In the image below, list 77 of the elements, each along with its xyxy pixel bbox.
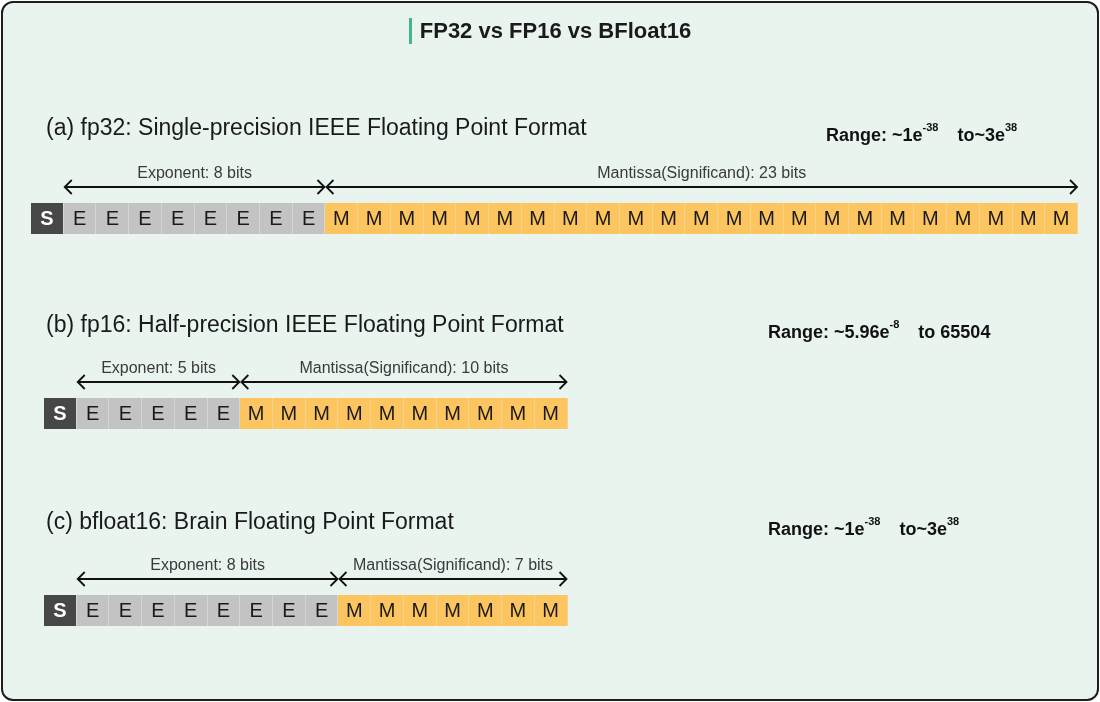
mantissa-bit-cell: M bbox=[849, 203, 882, 234]
exponent-bit-cell: E bbox=[194, 203, 228, 234]
mantissa-bit-cell: M bbox=[423, 203, 457, 234]
mantissa-bit-cell: M bbox=[358, 203, 391, 234]
exponent-bit-cell: E bbox=[109, 398, 143, 429]
range-text: Range: ~1e$^{-38}$ to~3e$^{38}$ bbox=[826, 120, 1019, 147]
mantissa-bit-cell: M bbox=[305, 398, 339, 429]
mantissa-bit-cell: M bbox=[338, 398, 372, 429]
format-heading: (c) bfloat16: Brain Floating Point Format bbox=[46, 507, 454, 535]
mantissa-bit-cell: M bbox=[521, 203, 555, 234]
mantissa-bit-cell: M bbox=[947, 203, 980, 234]
exponent-bit-cell: E bbox=[273, 595, 306, 626]
exponent-bit-cell: E bbox=[161, 203, 195, 234]
mantissa-label: Mantissa(Significand): 10 bits bbox=[299, 358, 509, 378]
mantissa-bit-cell: M bbox=[371, 595, 404, 626]
exponent-bit-cell: E bbox=[109, 595, 143, 626]
mantissa-bit-cell: M bbox=[489, 203, 522, 234]
format-heading: (b) fp16: Half-precision IEEE Floating Point Format bbox=[46, 310, 564, 338]
mantissa-bit-cell: M bbox=[403, 595, 437, 626]
mantissa-bit-cell: M bbox=[685, 203, 719, 234]
mantissa-bit-cell: M bbox=[273, 398, 306, 429]
diagram-title: FP32 vs FP16 vs BFloat16 bbox=[408, 18, 692, 44]
mantissa-bit-cell: M bbox=[979, 203, 1013, 234]
exponent-bit-cell: E bbox=[142, 398, 175, 429]
mantissa-bit-cell: M bbox=[881, 203, 915, 234]
exponent-bit-cell: E bbox=[207, 398, 241, 429]
exponent-bit-cell: E bbox=[227, 203, 261, 234]
mantissa-label: Mantissa(Significand): 7 bits bbox=[352, 555, 554, 575]
mantissa-bit-cell: M bbox=[502, 398, 535, 429]
mantissa-bit-cell: M bbox=[750, 203, 784, 234]
exponent-bit-cell: E bbox=[260, 203, 293, 234]
mantissa-bit-cell: M bbox=[554, 203, 588, 234]
exponent-bit-cell: E bbox=[76, 595, 110, 626]
mantissa-bit-cell: M bbox=[914, 203, 948, 234]
exponent-bit-cell: E bbox=[129, 203, 162, 234]
exponent-label: Exponent: 5 bits bbox=[101, 358, 216, 378]
format-heading: (a) fp32: Single-precision IEEE Floating Point Format bbox=[46, 113, 587, 141]
mantissa-bit-cell: M bbox=[534, 595, 568, 626]
exponent-bit-cell: E bbox=[240, 595, 274, 626]
mantissa-bit-cell: M bbox=[469, 398, 503, 429]
exponent-bit-cell: E bbox=[305, 595, 339, 626]
mantissa-bit-cell: M bbox=[436, 595, 470, 626]
exponent-bit-cell: E bbox=[292, 203, 326, 234]
mantissa-bit-cell: M bbox=[816, 203, 849, 234]
range-text: Range: ~1e$^{-38}$ to~3e$^{38}$ bbox=[768, 514, 961, 541]
mantissa-bit-cell: M bbox=[1012, 203, 1046, 234]
mantissa-bit-cell: M bbox=[325, 203, 359, 234]
exponent-bit-cell: E bbox=[207, 595, 241, 626]
sign-bit-cell: S bbox=[44, 595, 77, 626]
exponent-bit-cell: E bbox=[96, 203, 130, 234]
mantissa-bit-cell: M bbox=[502, 595, 535, 626]
mantissa-bit-cell: M bbox=[403, 398, 437, 429]
exponent-label: Exponent: 8 bits bbox=[150, 555, 265, 575]
mantissa-bit-cell: M bbox=[456, 203, 490, 234]
range-text: Range: ~5.96e$^{-8}$ to 65504 bbox=[768, 317, 991, 344]
mantissa-bit-cell: M bbox=[436, 398, 470, 429]
exponent-bit-cell: E bbox=[76, 398, 110, 429]
mantissa-label: Mantissa(Significand): 23 bits bbox=[597, 163, 807, 183]
mantissa-bit-cell: M bbox=[371, 398, 404, 429]
mantissa-bit-cell: M bbox=[240, 398, 274, 429]
mantissa-bit-cell: M bbox=[469, 595, 503, 626]
exponent-bit-cell: E bbox=[142, 595, 175, 626]
mantissa-bit-cell: M bbox=[718, 203, 751, 234]
exponent-bit-cell: E bbox=[63, 203, 97, 234]
mantissa-bit-cell: M bbox=[390, 203, 424, 234]
sign-bit-cell: S bbox=[44, 398, 77, 429]
mantissa-bit-cell: M bbox=[783, 203, 817, 234]
mantissa-bit-cell: M bbox=[1045, 203, 1079, 234]
sign-bit-cell: S bbox=[31, 203, 64, 234]
mantissa-bit-cell: M bbox=[338, 595, 372, 626]
mantissa-bit-cell: M bbox=[652, 203, 686, 234]
mantissa-bit-cell: M bbox=[534, 398, 568, 429]
exponent-bit-cell: E bbox=[174, 595, 208, 626]
mantissa-bit-cell: M bbox=[587, 203, 620, 234]
exponent-label: Exponent: 8 bits bbox=[137, 163, 252, 183]
exponent-bit-cell: E bbox=[174, 398, 208, 429]
mantissa-bit-cell: M bbox=[619, 203, 653, 234]
